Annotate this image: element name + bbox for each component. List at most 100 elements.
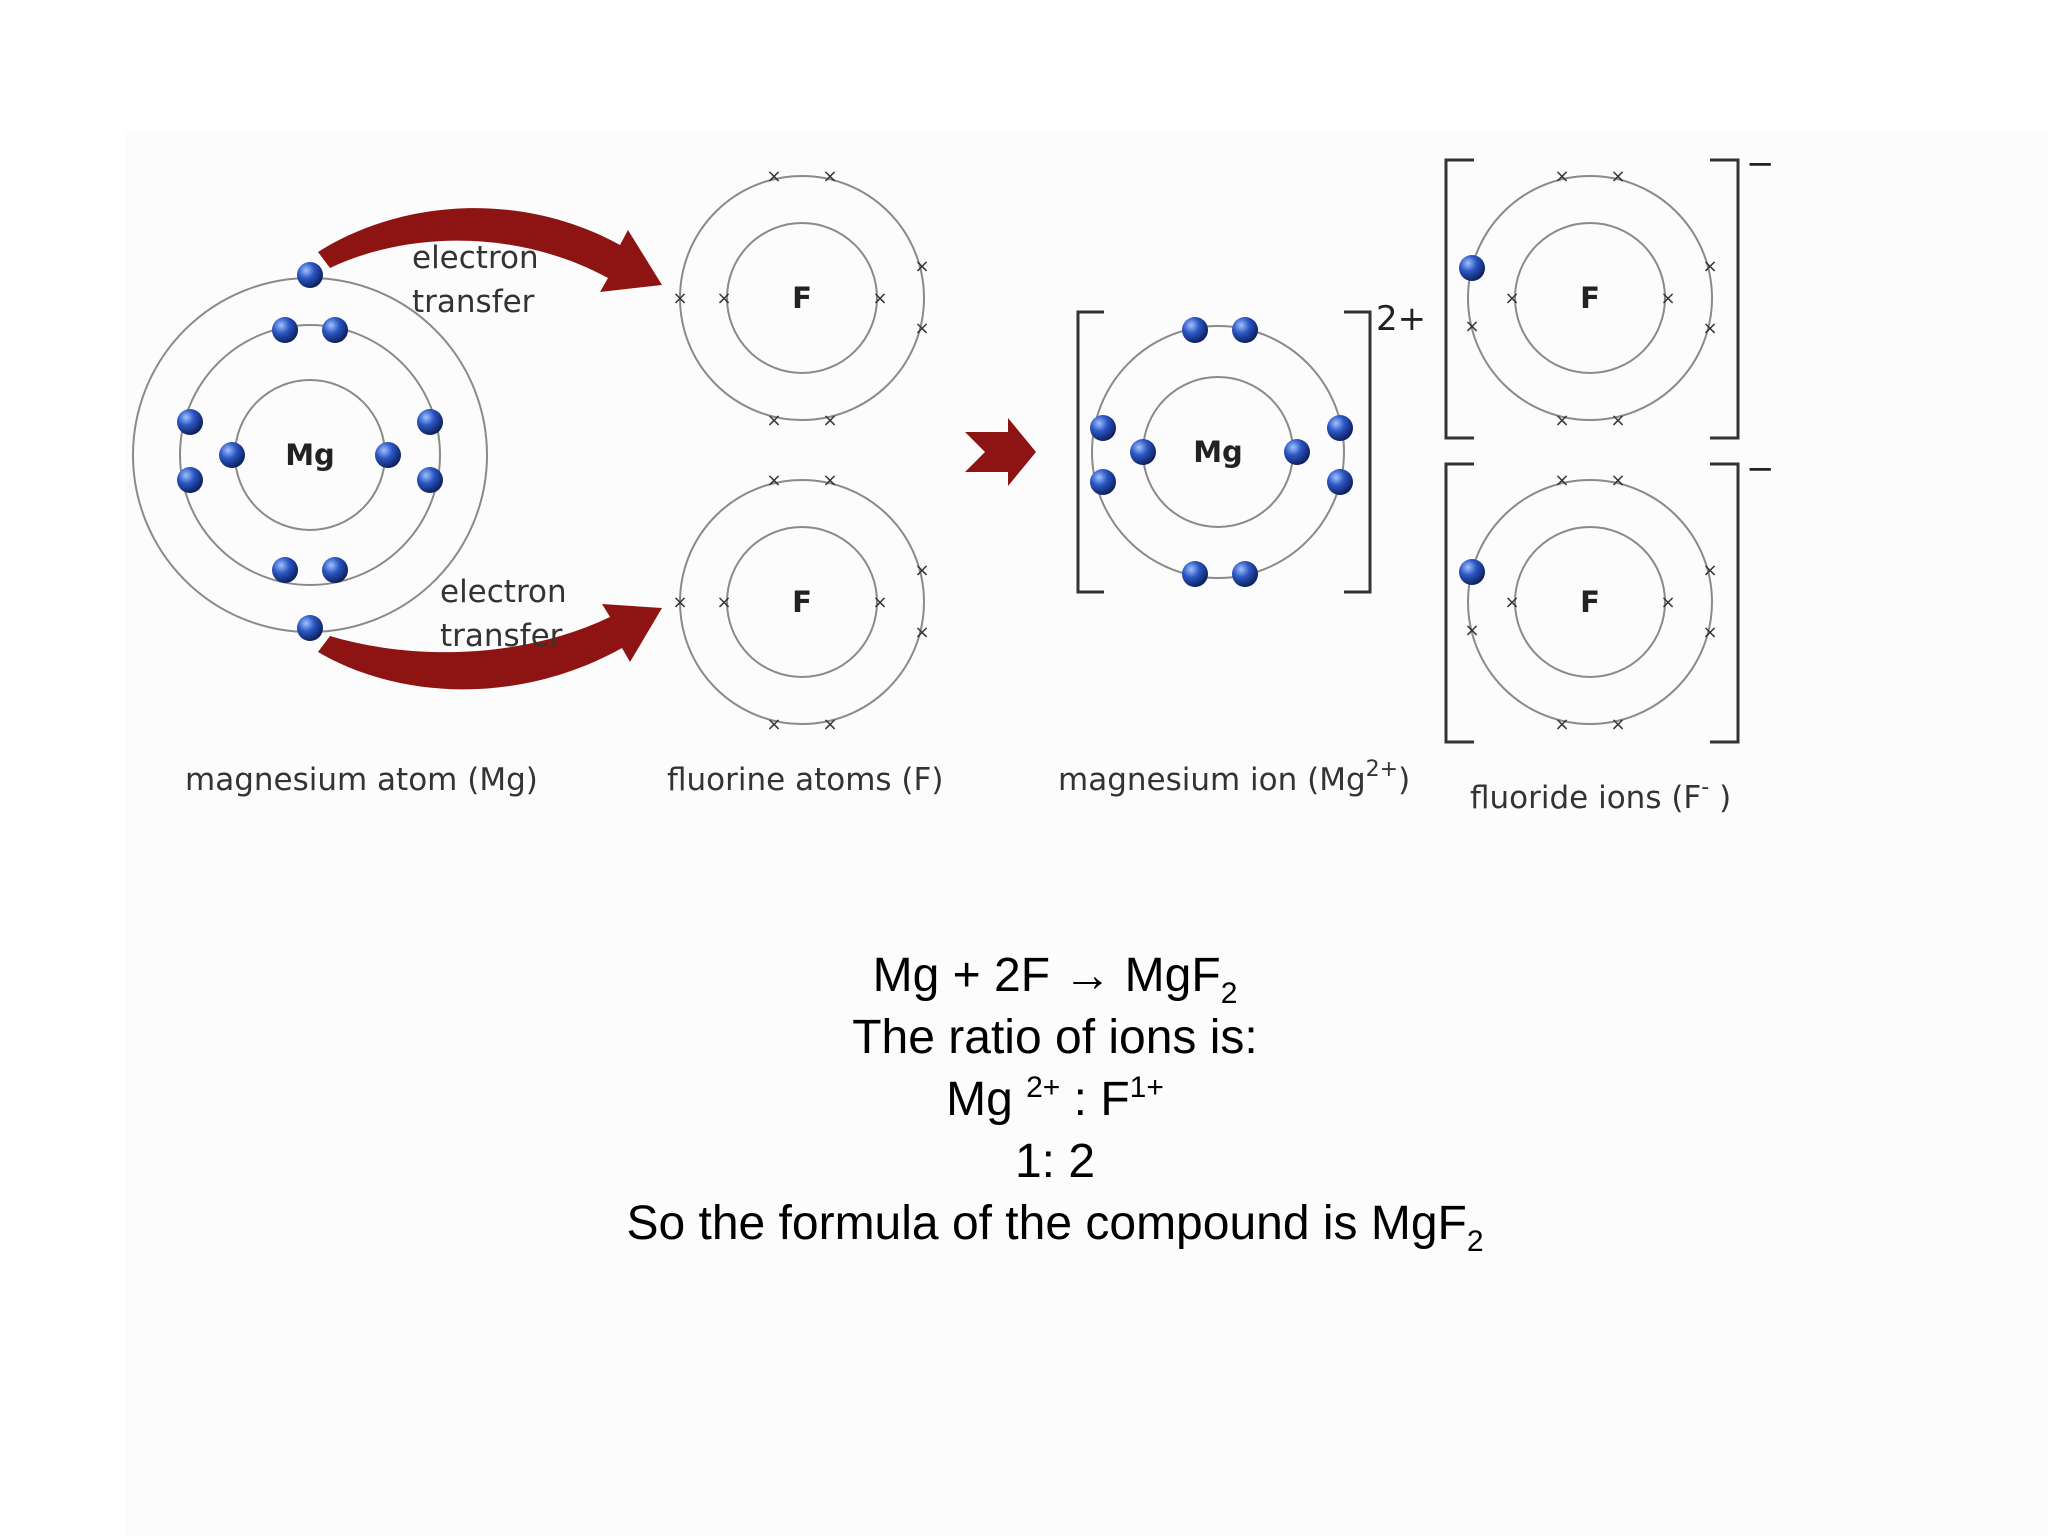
caption-fluoride-ions-text: fluoride ions (F [1470, 780, 1701, 816]
electron [177, 409, 203, 435]
electron-cross: × [1504, 592, 1519, 613]
ion-ratio-line: Mg 2+ : F1+ [0, 1069, 2048, 1131]
transfer-label-top-2: transfer [412, 284, 535, 320]
ratio-intro: The ratio of ions is: [852, 1011, 1258, 1064]
electron-cross: × [1610, 470, 1625, 491]
caption-magnesium-ion: magnesium ion (Mg2+) [1058, 757, 1410, 798]
fluoride-ion-bottom [1467, 479, 1713, 725]
conclusion-line: So the formula of the compound is MgF2 [0, 1193, 2048, 1258]
electron [272, 557, 298, 583]
ratio-f-charge: 1+ [1129, 1071, 1164, 1104]
f-ion-top-symbol: F [1580, 281, 1600, 315]
electron [1182, 317, 1208, 343]
mg-ion-charge: 2+ [1376, 299, 1426, 339]
f-atom-electrons: × × × × × × × × × × × × × × × × × × [672, 166, 929, 735]
electron-cross: × [914, 622, 929, 643]
transferred-electron [1459, 255, 1485, 281]
electron [1284, 439, 1310, 465]
electron-transfer-arrow-bottom [318, 604, 662, 690]
electron-cross: × [1660, 592, 1675, 613]
electron-cross: × [766, 714, 781, 735]
electron [1232, 317, 1258, 343]
f-ion-bottom-charge: − [1746, 449, 1775, 489]
electron-transfer-arrow-top [318, 208, 662, 292]
electron-cross: × [1554, 166, 1569, 187]
electron [272, 317, 298, 343]
electron [1090, 415, 1116, 441]
fluoride-ion-electrons: ×××××××××××××××××× [1459, 166, 1718, 735]
electron [297, 262, 323, 288]
mg-ion-symbol: Mg [1193, 435, 1243, 469]
mg-atom-electrons [177, 262, 443, 641]
caption-magnesium-atom: magnesium atom (Mg) [185, 762, 538, 798]
electron [375, 442, 401, 468]
electron-cross: × [672, 288, 687, 309]
ratio-mg: Mg [946, 1073, 1027, 1126]
electron-cross: × [872, 288, 887, 309]
fluoride-ion-brackets [1444, 158, 1740, 744]
electron [219, 442, 245, 468]
electron-cross: × [914, 318, 929, 339]
electron-cross: × [716, 592, 731, 613]
transferred-electron [1459, 559, 1485, 585]
electron-cross: × [1464, 620, 1479, 641]
caption-fluorine-atoms: fluorine atoms (F) [667, 762, 943, 798]
caption-magnesium-ion-end: ) [1398, 762, 1410, 798]
caption-magnesium-ion-sup: 2+ [1366, 757, 1398, 782]
equation-line: Mg + 2F → MgF2 [0, 945, 2048, 1010]
electron [1232, 561, 1258, 587]
ratio-value: 1: 2 [1014, 1135, 1096, 1188]
electron-cross: × [914, 256, 929, 277]
electron-cross: × [672, 592, 687, 613]
transfer-label-bottom-2: transfer [440, 618, 563, 654]
electron-cross: × [1702, 560, 1717, 581]
electron-cross: × [822, 470, 837, 491]
fluorine-atom-top [679, 175, 925, 421]
electron-cross: × [766, 470, 781, 491]
electron-cross: × [822, 166, 837, 187]
slide-background [125, 130, 2048, 1536]
electron [177, 467, 203, 493]
f-atom-top-symbol: F [792, 281, 812, 315]
electron-cross: × [1554, 410, 1569, 431]
electron [297, 615, 323, 641]
transfer-label-top-1: electron [412, 240, 539, 276]
electron-cross: × [766, 166, 781, 187]
electron-cross: × [1554, 714, 1569, 735]
caption-fluoride-ions: fluoride ions (F- ) [1470, 775, 1731, 816]
electron-cross: × [822, 714, 837, 735]
f-atom-bottom-symbol: F [792, 585, 812, 619]
electron-cross: × [1610, 410, 1625, 431]
mg-atom-symbol: Mg [285, 438, 335, 472]
electron [1327, 415, 1353, 441]
f-ion-bottom-symbol: F [1580, 585, 1600, 619]
electron-cross: × [1504, 288, 1519, 309]
electron-cross: × [766, 410, 781, 431]
electron [417, 409, 443, 435]
electron-cross: × [914, 560, 929, 581]
equation-subscript: 2 [1220, 977, 1238, 1010]
mg-ion-brackets [1076, 310, 1372, 594]
transfer-label-bottom-1: electron [440, 574, 567, 610]
fluorine-atom-bottom [679, 479, 925, 725]
conclusion-text: So the formula of the compound is MgF [626, 1197, 1467, 1250]
explanation-text: Mg + 2F → MgF2 The ratio of ions is: Mg … [0, 945, 2048, 1258]
fluoride-ion-top [1467, 175, 1713, 421]
electron-cross: × [716, 288, 731, 309]
electron-cross: × [822, 410, 837, 431]
conclusion-subscript: 2 [1466, 1225, 1484, 1258]
electron [1090, 469, 1116, 495]
ratio-separator: : F [1060, 1073, 1130, 1126]
electron-cross: × [1554, 470, 1569, 491]
electron-cross: × [1610, 714, 1625, 735]
electron-cross: × [1610, 166, 1625, 187]
electron-cross: × [1702, 622, 1717, 643]
electron [322, 557, 348, 583]
electron [1130, 439, 1156, 465]
f-ion-top-charge: − [1746, 144, 1775, 184]
electron-cross: × [872, 592, 887, 613]
reaction-arrow [965, 418, 1036, 486]
electron-cross: × [1464, 316, 1479, 337]
mg-ion-electrons [1090, 317, 1353, 587]
